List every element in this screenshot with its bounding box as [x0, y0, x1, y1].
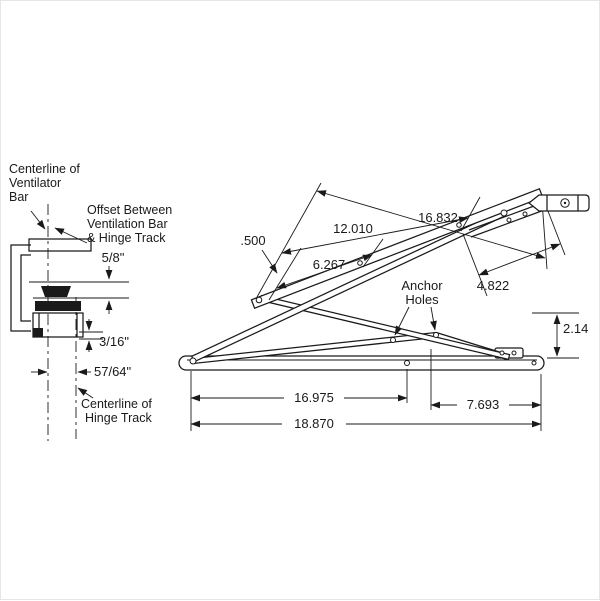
frame-section-outline — [10, 238, 129, 338]
dim-7-693-text: 7.693 — [467, 397, 500, 412]
jamb-outer — [10, 244, 31, 332]
anchor-leader-left — [394, 306, 410, 336]
offset-label: & Hinge Track — [87, 231, 166, 245]
dim-text-mask — [282, 417, 346, 431]
centerline-leader-arrow — [30, 210, 46, 230]
dim-5-8-text: 5/8" — [102, 250, 125, 265]
dim-5-8: 5/8" — [102, 250, 125, 314]
bar-hole — [357, 260, 363, 266]
cross-section-detail: Centerline of Ventilator Bar Offset Betw… — [9, 162, 172, 441]
anchor-hole — [433, 332, 439, 338]
stud-hole-center — [563, 201, 567, 205]
bracket-hole — [506, 217, 512, 223]
ext-bar-right-down — [545, 205, 566, 256]
dim-57-64: 57/64" — [31, 364, 132, 379]
bar-end-pivot — [255, 296, 263, 304]
dim-4-822-text: 4.822 — [477, 278, 510, 293]
bracket-hole — [522, 211, 528, 217]
offset-leader-arrow — [54, 227, 88, 244]
dim-6-267-text: 6.267 — [313, 257, 346, 272]
dim-line-4-822 — [478, 243, 561, 276]
dim-2-14: 2.14 — [532, 312, 588, 359]
slider-rivet — [499, 350, 505, 356]
hinge-track — [178, 355, 545, 371]
jamb-inner — [20, 254, 31, 322]
hinge-side-view: .500 6.267 12.010 16.832 4.822 Anchor Ho… — [178, 182, 588, 431]
dim-3-16: 3/16" — [79, 319, 129, 352]
arm-top-pivot — [500, 209, 508, 217]
centerline-hinge-label: Centerline of — [81, 397, 152, 411]
anchor-hole — [390, 337, 396, 343]
dim-18-870-text: 18.870 — [294, 416, 334, 431]
stud-part-detail — [527, 194, 590, 212]
hinge-centerline-leader-arrow — [77, 387, 94, 399]
offset-label: Ventilation Bar — [87, 217, 168, 231]
stud-body — [527, 194, 590, 212]
anchor-leader-right — [430, 306, 437, 331]
bar-section-fill — [41, 286, 71, 297]
anchor-holes-callout: Anchor Holes — [394, 278, 443, 336]
track-pivot-hole — [189, 357, 197, 365]
dim-12-010-text: 12.010 — [333, 221, 373, 236]
centerline-hinge-label: Hinge Track — [85, 411, 152, 425]
dim-16-832-text: 16.832 — [418, 210, 458, 225]
centerline-ventilator-label: Ventilator — [9, 176, 61, 190]
slider-rivet — [511, 350, 517, 356]
dim-text-mask — [457, 398, 509, 412]
offset-label: Offset Between — [87, 203, 172, 217]
dim-2-14-text: 2.14 — [563, 321, 588, 336]
anchor-holes-label: Holes — [405, 292, 439, 307]
dim-leader-500 — [261, 249, 278, 274]
dim-text-mask — [284, 391, 344, 405]
dim-line-6-267 — [276, 254, 373, 289]
anchor-holes-label: Anchor — [401, 278, 443, 293]
track-section-fill — [33, 328, 43, 337]
centerline-ventilator-label: Bar — [9, 190, 28, 204]
centerline-ventilator-label: Centerline of — [9, 162, 80, 176]
dim-16-975-text: 16.975 — [294, 390, 334, 405]
dim-3-16-text: 3/16" — [99, 334, 129, 349]
dim-57-64-text: 57/64" — [94, 364, 132, 379]
track-hole — [404, 360, 410, 366]
dim-500-text: .500 — [240, 233, 265, 248]
hinge-section-fill — [35, 301, 81, 311]
bottom-dimensions: 16.975 7.693 18.870 — [190, 349, 542, 431]
track-hole — [531, 360, 537, 366]
